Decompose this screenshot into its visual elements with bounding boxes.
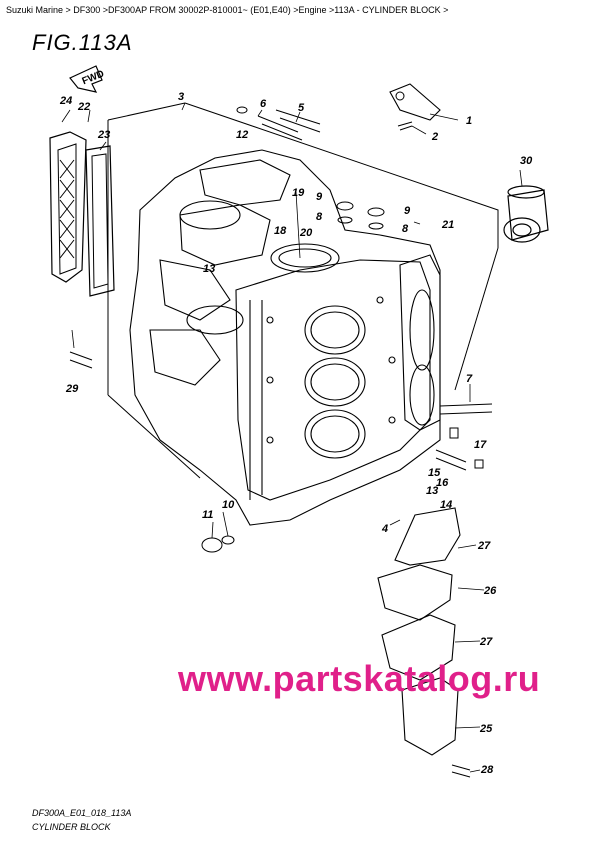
callout-20: 20 xyxy=(299,227,313,239)
callout-26: 26 xyxy=(483,585,497,597)
callout-15: 15 xyxy=(428,467,441,479)
callout-28: 28 xyxy=(480,764,494,776)
exhaust-cover xyxy=(49,131,87,283)
watermark: www.partskatalog.ru xyxy=(178,658,541,699)
callout-3: 3 xyxy=(178,91,184,103)
diagram-caption: CYLINDER BLOCK xyxy=(32,822,111,832)
figure-title: FIG.113A xyxy=(32,30,133,55)
cylinder-block xyxy=(129,149,441,526)
callout-7: 7 xyxy=(466,373,473,385)
callout-18: 18 xyxy=(274,225,287,237)
breadcrumb: Suzuki Marine > DF300 >DF300AP FROM 3000… xyxy=(6,5,449,15)
fwd-arrow-icon: FWD xyxy=(69,65,106,93)
callout-6: 6 xyxy=(260,98,267,110)
callout-9a: 9 xyxy=(316,191,323,203)
washer-12 xyxy=(236,106,248,114)
callout-5: 5 xyxy=(298,102,305,114)
callout-27b: 27 xyxy=(479,636,493,648)
diagram-code: DF300A_E01_018_113A xyxy=(32,808,132,818)
callout-13b: 13 xyxy=(426,485,438,497)
callout-23: 23 xyxy=(97,129,110,141)
callout-2: 2 xyxy=(431,131,438,143)
stud-6 xyxy=(257,115,303,141)
bolt-28 xyxy=(451,764,471,778)
callout-16: 16 xyxy=(436,477,449,489)
callout-8a: 8 xyxy=(316,211,323,223)
callout-11: 11 xyxy=(202,509,213,521)
callout-4: 4 xyxy=(381,523,388,535)
callout-12: 12 xyxy=(236,129,248,141)
bolt-7 xyxy=(439,403,493,415)
callout-27a: 27 xyxy=(477,540,491,552)
callout-29: 29 xyxy=(65,383,79,395)
plug-11 xyxy=(201,537,223,553)
callout-10: 10 xyxy=(222,499,235,511)
callout-13a: 13 xyxy=(203,263,215,275)
callout-17: 17 xyxy=(474,439,487,451)
frame-line xyxy=(184,102,499,248)
callout-25: 25 xyxy=(479,723,493,735)
callout-19: 19 xyxy=(292,187,305,199)
callout-1: 1 xyxy=(466,115,472,127)
oil-filter xyxy=(503,185,549,243)
bolt-29 xyxy=(69,351,93,369)
callout-8b: 8 xyxy=(402,223,409,235)
callout-30: 30 xyxy=(520,155,533,167)
callout-9b: 9 xyxy=(404,205,411,217)
bolt-2 xyxy=(397,121,413,131)
callout-14: 14 xyxy=(440,499,452,511)
exhaust-gasket xyxy=(85,145,115,297)
callout-21: 21 xyxy=(441,219,454,231)
callout-24: 24 xyxy=(59,95,72,107)
callout-22: 22 xyxy=(77,101,90,113)
lower-gaskets xyxy=(377,507,461,756)
